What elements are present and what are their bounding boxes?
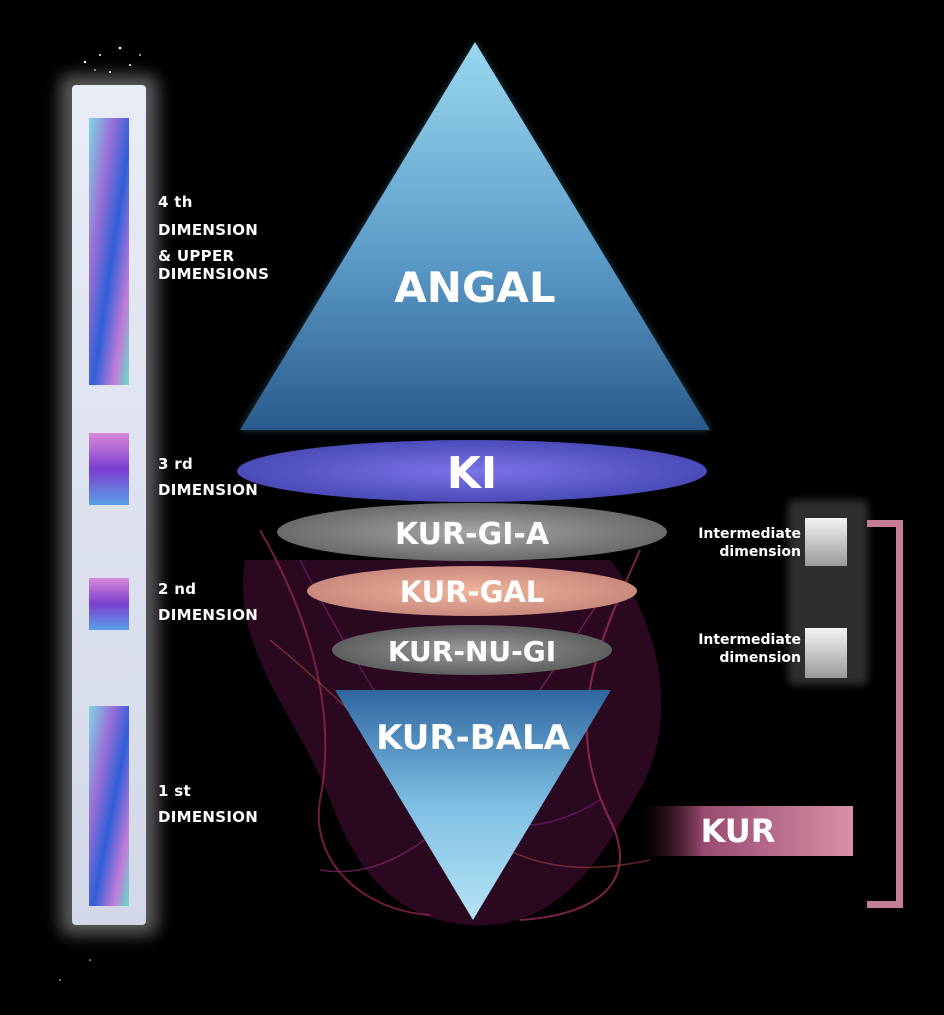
kur-label: KUR xyxy=(701,812,776,850)
intermediate-box-upper xyxy=(805,518,847,566)
kur-nu-gi-label: KUR-NU-GI xyxy=(388,635,556,668)
kur-bala-label: KUR-BALA xyxy=(376,718,571,758)
dimension-segment-2nd xyxy=(89,578,129,630)
dimension-segment-4th xyxy=(89,118,129,385)
kur-gi-a-label: KUR-GI-A xyxy=(395,517,550,552)
dimension-label-1st: 1 st DIMENSION xyxy=(158,782,259,826)
dimension-label-2nd: 2 nd DIMENSION xyxy=(158,580,259,624)
kur-gal-ellipse: KUR-GAL xyxy=(307,566,637,616)
kur-gal-label: KUR-GAL xyxy=(400,575,545,609)
dimension-bar xyxy=(60,75,158,935)
intermediate-label-lower: Intermediate dimension xyxy=(698,632,801,666)
sparkles xyxy=(59,46,141,981)
intermediate-box-group xyxy=(788,500,868,685)
kur-nu-gi-ellipse: KUR-NU-GI xyxy=(332,625,612,675)
kur-bracket xyxy=(867,520,903,908)
kur-gi-a-ellipse: KUR-GI-A xyxy=(277,503,667,561)
intermediate-label-upper: Intermediate dimension xyxy=(698,526,801,560)
dimension-segment-3rd xyxy=(89,433,129,505)
dimension-label-3rd: 3 rd DIMENSION xyxy=(158,455,259,499)
ki-label: KI xyxy=(447,448,497,499)
dimension-segment-1st xyxy=(89,706,129,906)
kur-band: KUR xyxy=(640,806,853,856)
angal-label: ANGAL xyxy=(394,263,555,312)
angal-triangle: ANGAL xyxy=(240,42,710,430)
dimension-label-4th: 4 th DIMENSION & UPPER DIMENSIONS xyxy=(158,193,270,283)
ki-ellipse: KI xyxy=(237,440,707,502)
kur-bala-triangle: KUR-BALA xyxy=(335,690,611,920)
intermediate-box-lower xyxy=(805,628,847,678)
